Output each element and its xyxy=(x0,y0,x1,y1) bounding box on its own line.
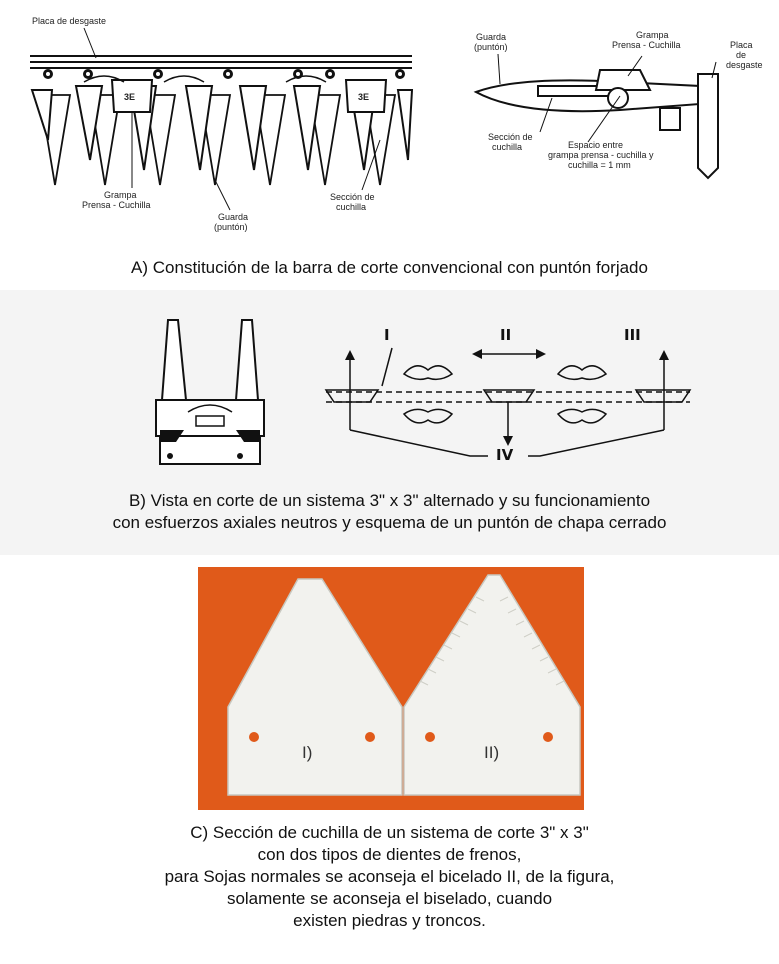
marker-ii: II xyxy=(500,326,512,344)
marker-iii: III xyxy=(624,326,641,344)
label-espacio-2: grampa prensa - cuchilla y xyxy=(548,150,654,160)
label-espacio-3: cuchilla = 1 mm xyxy=(568,160,631,170)
label-espacio-1: Espacio entre xyxy=(568,140,624,150)
caption-b: B) Vista en corte de un sistema 3" x 3" … xyxy=(0,490,779,534)
label-seccion-left-1: Sección de xyxy=(330,192,375,202)
label-placa-desgaste-left: Placa de desgaste xyxy=(32,16,107,26)
label-grampa-left-1: Grampa xyxy=(104,190,137,200)
label-guarda-left-2: (puntón) xyxy=(214,222,248,232)
section-label-i: I) xyxy=(302,743,313,762)
label-seccion-right-1: Sección de xyxy=(488,132,533,142)
caption-c: C) Sección de cuchilla de un sistema de … xyxy=(0,822,779,932)
clip-mark-right: 3E xyxy=(358,92,370,102)
label-placa-right-3: desgaste xyxy=(726,60,763,70)
marker-iv: IV xyxy=(496,446,514,464)
label-guarda-left-1: Guarda xyxy=(218,212,249,222)
label-guarda-right-1: Guarda xyxy=(476,32,507,42)
knife-section-photo: I) II) xyxy=(198,567,584,810)
caption-c-line-5: existen piedras y troncos. xyxy=(293,911,486,930)
caption-b-line-1: B) Vista en corte de un sistema 3" x 3" … xyxy=(128,491,651,510)
label-placa-right-2: de xyxy=(736,50,747,60)
label-placa-right-1: Placa xyxy=(730,40,753,50)
cutter-bar-diagram xyxy=(30,27,719,211)
clip-mark-left: 3E xyxy=(124,92,136,102)
caption-c-line-2: con dos tipos de dientes de frenos, xyxy=(257,845,522,864)
label-seccion-left-2: cuchilla xyxy=(336,202,367,212)
label-guarda-right-2: (puntón) xyxy=(474,42,508,52)
caption-a: A) Constitución de la barra de corte con… xyxy=(131,258,648,277)
label-seccion-right-2: cuchilla xyxy=(492,142,523,152)
label-grampa-right-2: Prensa - Cuchilla xyxy=(612,40,681,50)
knife-sections-drawing xyxy=(227,574,581,796)
section-view-diagram xyxy=(155,319,692,465)
caption-b-line-2: con esfuerzos axiales neutros y esquema … xyxy=(112,513,667,532)
panel-a: Placa de desgaste Grampa Prensa - Cuchil… xyxy=(0,0,779,290)
caption-c-line-1: C) Sección de cuchilla de un sistema de … xyxy=(190,823,589,842)
caption-c-line-4: solamente se aconseja el biselado, cuand… xyxy=(226,889,553,908)
panel-b: I II III IV B) Vista en corte de un sist… xyxy=(0,290,779,555)
label-grampa-left-2: Prensa - Cuchilla xyxy=(82,200,151,210)
section-label-ii: II) xyxy=(484,743,500,762)
marker-i: I xyxy=(384,326,390,344)
caption-c-line-3: para Sojas normales se aconseja el bicel… xyxy=(164,867,615,886)
label-grampa-right-1: Grampa xyxy=(636,30,669,40)
